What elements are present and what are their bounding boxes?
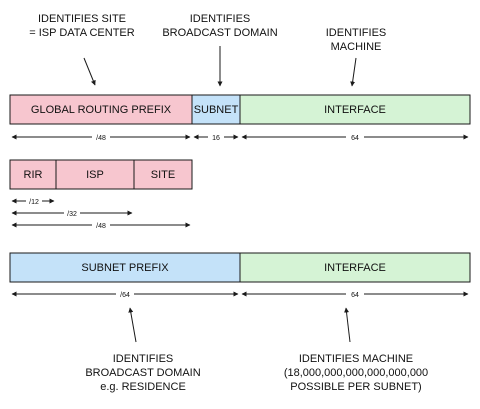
dim-64-label: 64	[351, 135, 359, 142]
box-subnet	[191, 94, 241, 125]
box-interface-2-label: INTERFACE	[324, 262, 386, 274]
dim-64a-label: /64	[120, 292, 130, 299]
box-rir	[9, 159, 57, 190]
box-site-label: SITE	[151, 169, 175, 181]
pointer-arrow-machine-bottom	[344, 307, 351, 343]
box-rir-label: RIR	[24, 169, 43, 181]
box-interface-label: INTERFACE	[324, 104, 386, 116]
dim-48-label: /48	[96, 135, 106, 142]
box-subnet-prefix	[9, 252, 241, 283]
label-bottom-machine-line3: POSSIBLE PER SUBNET)	[290, 381, 421, 393]
box-global-routing-prefix-label: GLOBAL ROUTING PREFIX	[31, 104, 172, 116]
label-identifies-site-line1: IDENTIFIES SITE	[38, 13, 126, 25]
label-identifies-broadcast-line2: BROADCAST DOMAIN	[162, 27, 277, 39]
box-isp	[55, 159, 135, 190]
box-interface-2	[239, 252, 471, 283]
label-bottom-broadcast-line1: IDENTIFIES	[113, 353, 174, 365]
pointer-arrow-machine	[350, 57, 357, 87]
pointer-arrow-broadcast-bottom	[128, 307, 137, 343]
dim-32-label: /32	[67, 211, 77, 218]
label-identifies-machine-line2: MACHINE	[331, 41, 382, 53]
label-bottom-broadcast-line2: BROADCAST DOMAIN	[85, 367, 200, 379]
box-isp-label: ISP	[86, 169, 104, 181]
label-identifies-machine-line1: IDENTIFIES	[326, 27, 387, 39]
dim-16-label: 16	[212, 135, 220, 142]
dim-64b-label: 64	[351, 292, 359, 299]
label-bottom-machine-line1: IDENTIFIES MACHINE	[299, 353, 413, 365]
box-site	[133, 159, 193, 190]
label-identifies-site-line2: = ISP DATA CENTER	[29, 27, 135, 39]
box-interface	[239, 94, 471, 125]
label-bottom-machine-line2: (18,000,000,000,000,000,000	[284, 367, 428, 379]
dim-12-label: /12	[29, 199, 39, 206]
label-bottom-broadcast-line3: e.g. RESIDENCE	[100, 381, 186, 393]
dim-48b-label: /48	[96, 223, 106, 230]
box-subnet-label: SUBNET	[194, 104, 239, 116]
pointer-arrow-site	[83, 57, 96, 86]
box-subnet-prefix-label: SUBNET PREFIX	[81, 262, 169, 274]
label-identifies-broadcast-line1: IDENTIFIES	[190, 13, 251, 25]
